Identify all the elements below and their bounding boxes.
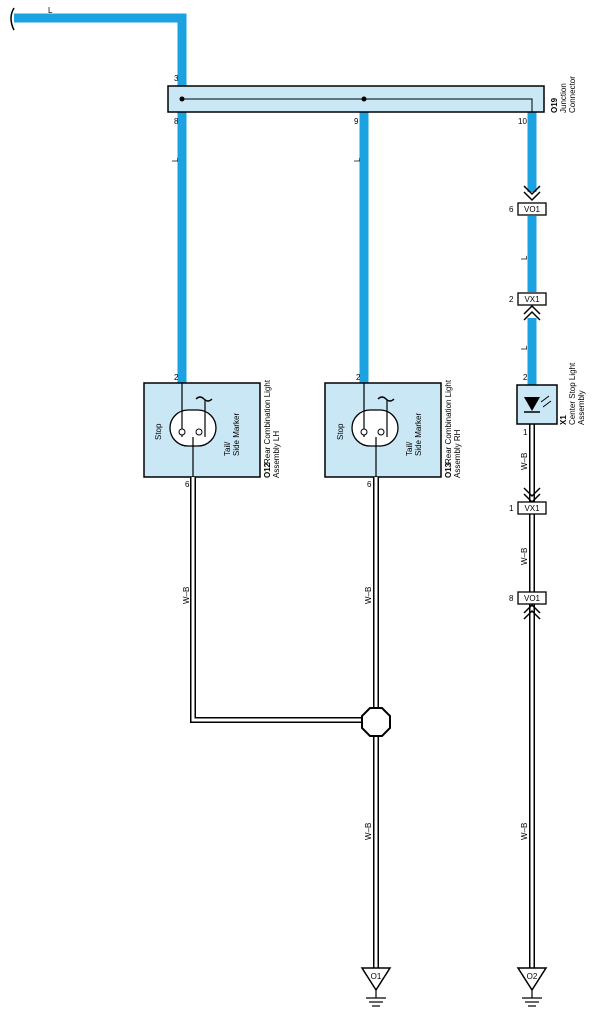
lamp-rh-line1: Rear Combination Light <box>444 379 453 464</box>
vo1-top-label: VO1 <box>524 205 541 214</box>
vx1-top-arrow <box>523 304 541 321</box>
junction-pin-in: 3 <box>174 74 179 83</box>
wb-wire-right-label-c: W–B <box>520 823 529 840</box>
center-stop-light <box>516 384 558 425</box>
lamp-lh-line2: Assembly LH <box>272 431 281 478</box>
ground-left-symbol <box>360 967 392 1007</box>
vo1-bottom-pin: 8 <box>509 594 514 603</box>
junction-pin-mid: 9 <box>354 117 359 126</box>
wire-rh-label: L <box>353 157 362 162</box>
lamp-lh-caption: O12 Rear Combination Light Assembly LH <box>263 379 281 478</box>
wb-wire-bottom-left-label: W–B <box>364 823 373 840</box>
vo1-top-pin: 6 <box>509 205 514 214</box>
wb-wire-right-label-b: W–B <box>520 548 529 565</box>
lamp-rh-stop-label: Stop <box>336 423 345 440</box>
wire-break-mark <box>10 7 15 31</box>
vx1-top-pin: 2 <box>509 295 514 304</box>
feed-wire <box>14 13 187 88</box>
junction-line2: Connector <box>568 76 577 113</box>
vo1-top-box <box>517 202 547 216</box>
splice-point <box>361 707 391 737</box>
center-stop-pin-top: 2 <box>523 373 528 382</box>
junction-code: O19 <box>550 97 559 113</box>
lamp-lh-tail-label: Tail/ <box>223 441 232 456</box>
lamp-rh-caption: O13 Rear Combination Light Assembly RH <box>444 379 462 478</box>
junction-caption: O19 Junction Connector <box>550 76 577 113</box>
center-stop-pin-bottom: 1 <box>523 428 528 437</box>
wb-wire-left <box>190 477 364 723</box>
vx1-bottom-pin: 1 <box>509 504 514 513</box>
lamp-rh-line2: Assembly RH <box>453 429 462 478</box>
junction-pin-left: 8 <box>174 117 179 126</box>
vo1-bottom-arrow <box>523 603 541 620</box>
junction-line1: Junction <box>559 83 568 113</box>
lamp-rh-tail-label: Tail/ <box>405 441 414 456</box>
ground-right-symbol <box>516 967 548 1007</box>
vo1-bottom-label: VO1 <box>524 594 541 603</box>
lamp-lh-pin-top: 2 <box>174 373 179 382</box>
wb-wire-right-label-a: W–B <box>520 453 529 470</box>
lamp-lh-assembly <box>143 382 261 478</box>
vx1-bottom-box <box>517 501 547 515</box>
feed-wire-label: L <box>48 6 53 15</box>
lamp-rh-pin-top: 2 <box>356 373 361 382</box>
center-stop-line2: Assembly <box>577 390 586 425</box>
lamp-lh-stop-label: Stop <box>154 423 163 440</box>
junction-connector <box>167 85 545 113</box>
lamp-rh-code: O13 <box>444 462 453 478</box>
lamp-lh-pin-bottom: 6 <box>185 480 190 489</box>
wire-lh-label: L <box>171 157 180 162</box>
ground-left-label: O1 <box>371 972 382 981</box>
vx1-top-label: VX1 <box>524 295 540 304</box>
wb-wire-mid-label: W–B <box>364 587 373 604</box>
lamp-rh-assembly <box>324 382 442 478</box>
junction-pin-right: 10 <box>518 117 527 126</box>
wire-center-label-b: L <box>520 345 529 350</box>
ground-right-label: O2 <box>527 972 538 981</box>
wb-wire-left-label: W–B <box>182 587 191 604</box>
wire-center-label-a: L <box>520 255 529 260</box>
lamp-rh-pin-bottom: 6 <box>367 480 372 489</box>
center-stop-line1: Center Stop Light <box>568 362 577 425</box>
center-stop-code: X1 <box>559 415 568 425</box>
center-stop-caption: X1 Center Stop Light Assembly <box>559 362 586 425</box>
lamp-lh-side-label: Side Marker <box>232 413 241 456</box>
lamp-rh-side-label: Side Marker <box>414 413 423 456</box>
vx1-bottom-label: VX1 <box>524 504 540 513</box>
lamp-lh-code: O12 <box>263 462 272 478</box>
lamp-lh-line1: Rear Combination Light <box>263 379 272 464</box>
vo1-top-arrow <box>523 185 541 202</box>
